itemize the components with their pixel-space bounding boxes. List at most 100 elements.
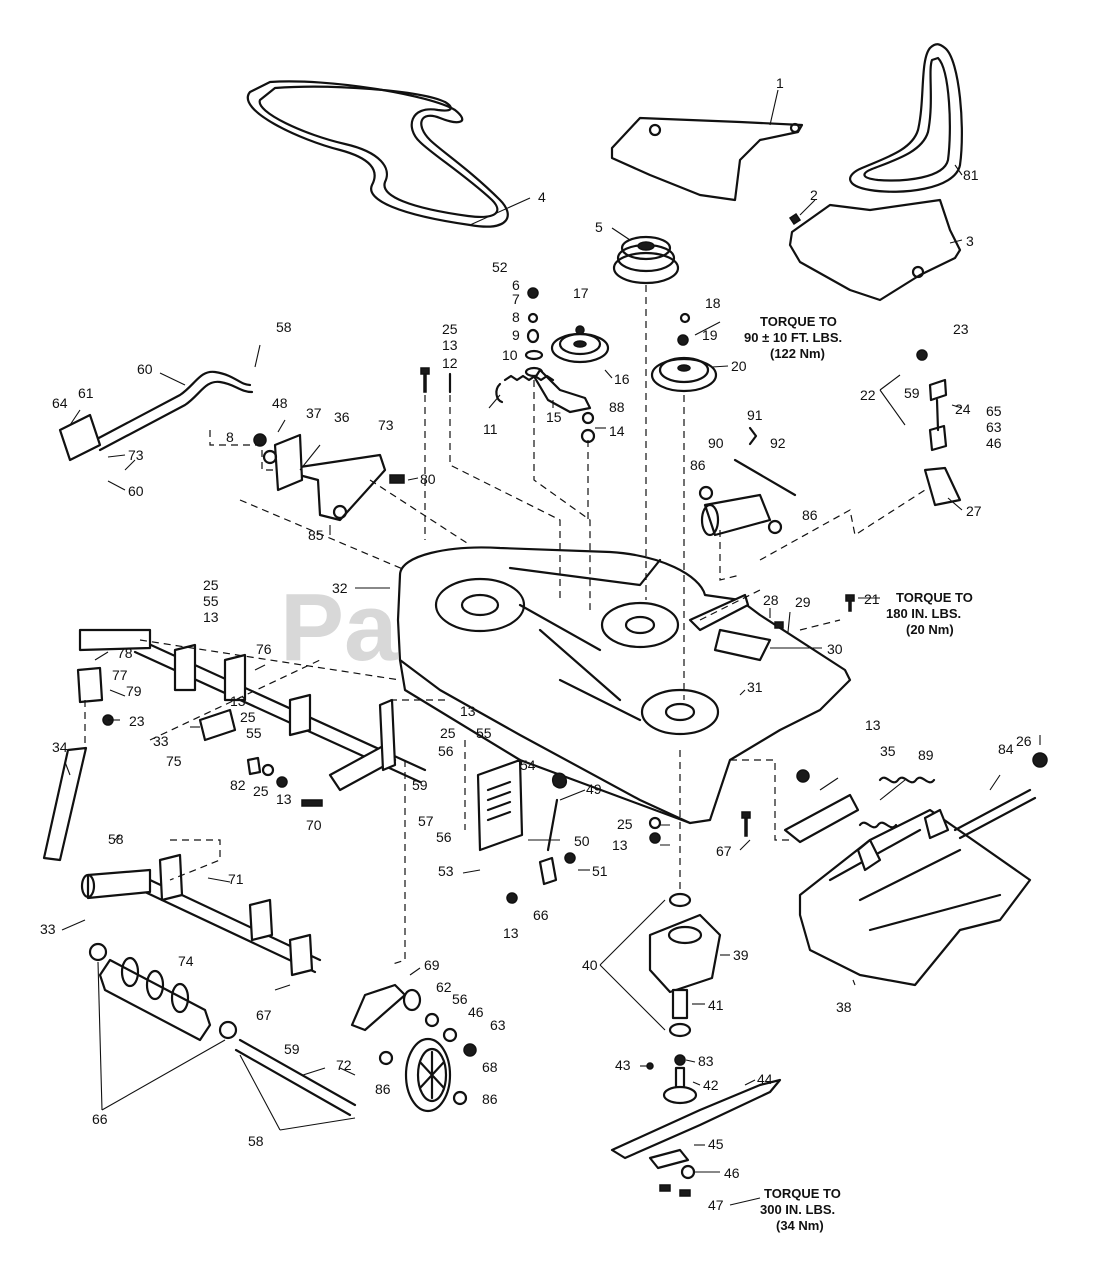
nut-13h bbox=[796, 769, 810, 783]
part-label-25d: 25 bbox=[253, 783, 269, 799]
part-label-86c: 86 bbox=[375, 1081, 391, 1097]
bolt-67a bbox=[741, 811, 751, 837]
part-label-12: 12 bbox=[442, 355, 458, 371]
drive-belt-81[interactable] bbox=[849, 43, 963, 193]
part-label-68: 68 bbox=[482, 1059, 498, 1075]
deck-belt-4[interactable] bbox=[246, 80, 509, 228]
part-label-58a: 58 bbox=[276, 319, 292, 335]
spacer-90[interactable] bbox=[700, 493, 772, 537]
pivot-block-77[interactable] bbox=[76, 666, 104, 704]
spindle-housing-39[interactable] bbox=[648, 913, 722, 994]
part-label-46c: 46 bbox=[724, 1165, 740, 1181]
lift-bracket-36[interactable] bbox=[273, 433, 387, 522]
part-label-51: 51 bbox=[592, 863, 608, 879]
lift-link-60[interactable] bbox=[93, 370, 254, 452]
part-label-74: 74 bbox=[178, 953, 194, 969]
roller-axle-71[interactable] bbox=[143, 853, 322, 977]
nut-63b bbox=[463, 1043, 477, 1057]
pin-80 bbox=[389, 474, 405, 484]
part-label-34: 34 bbox=[52, 739, 68, 755]
nut-19 bbox=[677, 334, 689, 346]
nut-13g bbox=[506, 892, 518, 904]
part-label-17: 17 bbox=[573, 285, 589, 301]
svg-text:300 IN. LBS.: 300 IN. LBS. bbox=[760, 1202, 835, 1217]
part-label-21: 21 bbox=[864, 591, 880, 607]
belt-cover-3[interactable] bbox=[788, 198, 962, 302]
part-label-73b: 73 bbox=[378, 417, 394, 433]
washer-18 bbox=[679, 312, 691, 324]
washer-25d bbox=[261, 763, 275, 777]
part-label-18: 18 bbox=[705, 295, 721, 311]
part-label-13f: 13 bbox=[612, 837, 628, 853]
part-label-86a: 86 bbox=[690, 457, 706, 473]
part-label-53: 53 bbox=[438, 863, 454, 879]
wheel-arm-69[interactable] bbox=[350, 983, 407, 1032]
washer-56c bbox=[424, 1012, 440, 1028]
part-label-36: 36 bbox=[334, 409, 350, 425]
belt-cover-1[interactable] bbox=[610, 116, 804, 202]
knob-49[interactable] bbox=[546, 772, 568, 852]
hardware-stack-6-10 bbox=[524, 287, 544, 378]
part-label-14: 14 bbox=[609, 423, 625, 439]
spindle-shaft-42[interactable] bbox=[662, 1066, 698, 1105]
part-label-25c: 25 bbox=[240, 709, 256, 725]
part-label-72: 72 bbox=[336, 1057, 352, 1073]
link-34[interactable] bbox=[42, 746, 88, 862]
clevis-64[interactable] bbox=[58, 413, 102, 462]
idler-arm-15[interactable] bbox=[533, 368, 592, 414]
part-label-57: 57 bbox=[418, 813, 434, 829]
part-label-62: 62 bbox=[436, 979, 452, 995]
part-label-55b: 55 bbox=[246, 725, 262, 741]
part-label-82: 82 bbox=[230, 777, 246, 793]
pulley-20[interactable] bbox=[650, 356, 718, 393]
part-label-9: 9 bbox=[512, 327, 520, 343]
washer-66b bbox=[218, 1020, 238, 1040]
part-label-65: 65 bbox=[986, 403, 1002, 419]
part-label-63a: 63 bbox=[986, 419, 1002, 435]
part-label-80: 80 bbox=[420, 471, 436, 487]
part-label-40: 40 bbox=[582, 957, 598, 973]
lever-66[interactable] bbox=[538, 856, 558, 886]
rod-92[interactable] bbox=[733, 458, 797, 497]
part-label-25f: 25 bbox=[617, 816, 633, 832]
washer-88 bbox=[581, 411, 595, 425]
nut-8b bbox=[262, 449, 278, 465]
mower-deck-housing-32[interactable] bbox=[396, 546, 852, 825]
spring-11[interactable] bbox=[495, 374, 555, 404]
part-label-59c: 59 bbox=[284, 1041, 300, 1057]
lift-arm-70[interactable] bbox=[328, 698, 397, 792]
part-label-13g: 13 bbox=[503, 925, 519, 941]
roller-shaft-72[interactable] bbox=[234, 1038, 357, 1117]
part-label-64: 64 bbox=[52, 395, 68, 411]
svg-text:(20 Nm): (20 Nm) bbox=[906, 622, 954, 637]
bracket-24[interactable] bbox=[928, 378, 948, 452]
gauge-wheel-68[interactable] bbox=[404, 1037, 452, 1113]
hinge-bracket-35[interactable] bbox=[783, 793, 860, 844]
washer-85 bbox=[332, 504, 348, 520]
roller-74[interactable] bbox=[98, 956, 212, 1042]
bracket-75[interactable] bbox=[198, 708, 237, 742]
hinge-rod-84[interactable] bbox=[953, 788, 1032, 832]
part-label-84: 84 bbox=[998, 741, 1014, 757]
idler-pulley-16[interactable] bbox=[550, 332, 610, 364]
height-adjust-bracket-54[interactable] bbox=[476, 758, 524, 852]
part-label-10: 10 bbox=[502, 347, 518, 363]
part-label-50: 50 bbox=[574, 833, 590, 849]
part-label-8b: 8 bbox=[226, 429, 234, 445]
pulley-5[interactable] bbox=[612, 235, 680, 285]
spacer-41 bbox=[671, 988, 689, 1020]
blade-44[interactable] bbox=[610, 1078, 782, 1160]
bracket-27[interactable] bbox=[923, 466, 962, 507]
spring-89[interactable] bbox=[858, 776, 936, 829]
discharge-chute-38[interactable] bbox=[798, 808, 1032, 987]
part-label-13b: 13 bbox=[203, 609, 219, 625]
blade-adapter-45[interactable] bbox=[648, 1148, 690, 1170]
part-label-91: 91 bbox=[747, 407, 763, 423]
part-label-48: 48 bbox=[272, 395, 288, 411]
part-label-38: 38 bbox=[836, 999, 852, 1015]
nut-51 bbox=[564, 852, 576, 864]
bolt-47a bbox=[659, 1184, 671, 1192]
screw-2 bbox=[788, 212, 802, 226]
screw-29 bbox=[774, 621, 784, 629]
